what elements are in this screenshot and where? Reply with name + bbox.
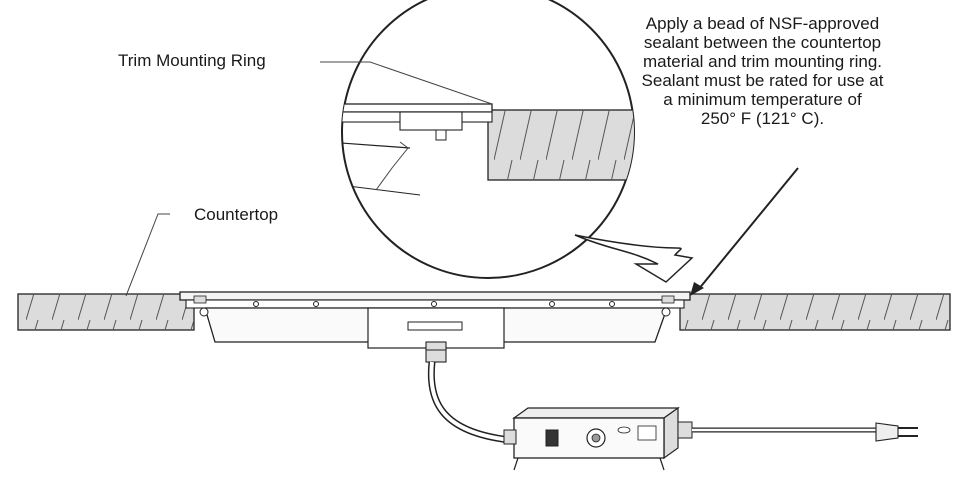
note-line: 250° F (121° C). <box>700 109 825 128</box>
sealant-note: Apply a bead of NSF-approved sealant bet… <box>560 14 965 128</box>
countertop-left <box>17 293 195 331</box>
plug <box>875 422 918 442</box>
conduit-cable <box>427 361 511 444</box>
sealant-arrowhead <box>690 282 704 296</box>
trim-mounting-ring-label: Trim Mounting Ring <box>118 51 266 70</box>
note-line: Sealant must be rated for use at <box>641 71 884 90</box>
note-line: sealant between the countertop <box>643 33 882 52</box>
note-line: material and trim mounting ring. <box>642 52 883 71</box>
leader-lines <box>125 61 799 297</box>
callout-arrow <box>574 234 694 283</box>
warmer-unit <box>179 291 691 363</box>
control-box <box>503 406 693 471</box>
detail-magnifier <box>341 0 635 279</box>
countertop-right <box>679 293 951 331</box>
countertop-label: Countertop <box>194 205 279 224</box>
note-line: a minimum temperature of <box>663 90 862 109</box>
note-line: Apply a bead of NSF-approved <box>645 14 880 33</box>
